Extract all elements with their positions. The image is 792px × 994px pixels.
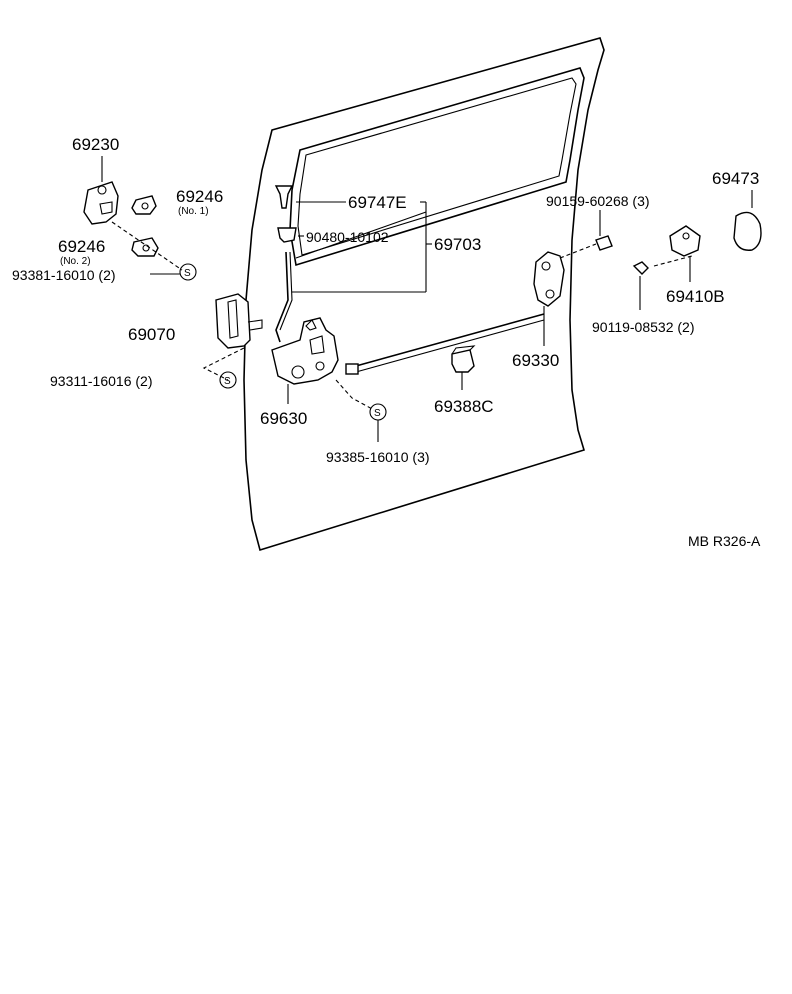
label-69246-no2-sub: (No. 2) — [60, 256, 91, 267]
cover-69473 — [733, 190, 762, 251]
label-69630: 69630 — [260, 409, 307, 428]
cushion-69388c — [451, 345, 476, 390]
label-69246-no1-sub: (No. 1) — [178, 206, 209, 217]
label-93385: 93385-16010 (3) — [326, 449, 430, 465]
svg-text:S: S — [184, 268, 191, 279]
label-69747e: 69747E — [348, 193, 407, 212]
pad-69246-no2 — [111, 221, 183, 271]
label-69473: 69473 — [712, 169, 759, 188]
striker-69410b — [653, 225, 701, 282]
rod-pin-69747e — [274, 185, 346, 209]
pad-69246-no1 — [131, 195, 157, 215]
label-69246-no2: 69246 — [58, 237, 105, 256]
label-69703: 69703 — [434, 235, 481, 254]
label-90119: 90119-08532 (2) — [592, 319, 694, 335]
label-69388c: 69388C — [434, 397, 494, 416]
label-69330: 69330 — [512, 351, 559, 370]
diagram-code: MB R326-A — [688, 533, 761, 549]
bracket-69070 — [202, 293, 263, 381]
lock-rod-69703 — [275, 201, 432, 343]
door-lock-assembly-69630 — [271, 317, 375, 411]
label-90159: 90159-60268 (3) — [546, 193, 650, 209]
label-69070: 69070 — [128, 325, 175, 344]
remote-control-69330 — [533, 251, 565, 346]
label-69246-no1: 69246 — [176, 187, 223, 206]
svg-text:S: S — [224, 376, 231, 387]
label-93381: 93381-16010 (2) — [12, 267, 116, 283]
screw-marker-93385: S — [369, 403, 387, 442]
label-93311: 93311-16016 (2) — [50, 373, 152, 389]
label-90480: 90480-10102 — [306, 229, 389, 245]
connecting-rod — [345, 313, 545, 375]
bolt-90159 — [559, 210, 613, 259]
label-69230: 69230 — [72, 135, 119, 154]
screw-90119 — [632, 261, 649, 310]
clip-90480 — [277, 227, 304, 243]
svg-text:S: S — [374, 408, 381, 419]
screw-marker-93311: S — [219, 371, 237, 389]
outside-handle-69230 — [83, 156, 119, 225]
label-69410b: 69410B — [666, 287, 725, 306]
screw-marker-93381: S — [150, 263, 197, 281]
